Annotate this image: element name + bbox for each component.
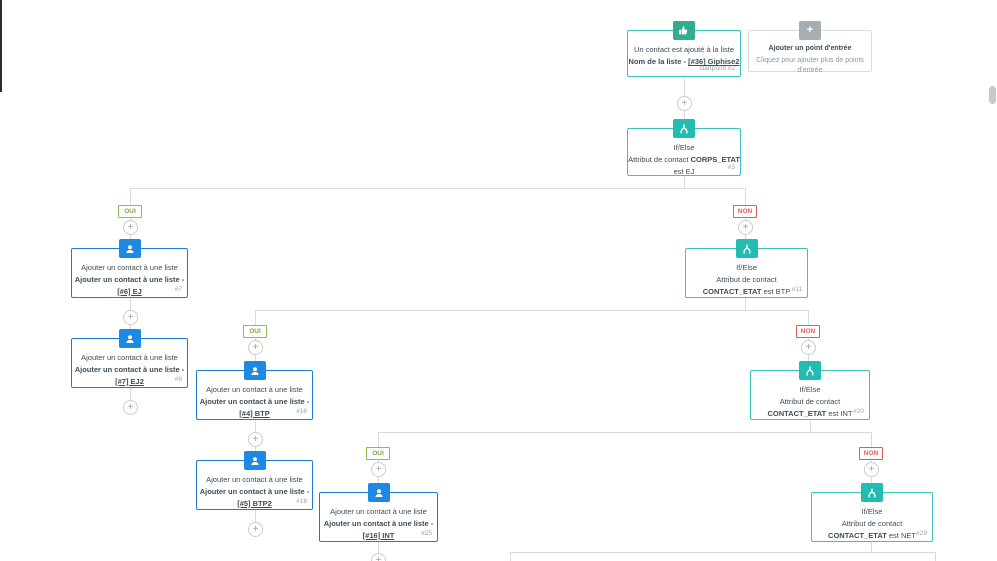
list-link[interactable]: [#6] EJ	[117, 286, 142, 296]
node-text: Ajouter un contact à une liste	[206, 475, 303, 484]
connector-line	[130, 188, 131, 248]
add-step-button[interactable]: +	[248, 340, 263, 355]
connector-line	[745, 188, 746, 248]
connector-line	[378, 542, 379, 554]
list-link[interactable]: [#7] EJ2	[115, 376, 144, 386]
node-id-badge: #18	[296, 498, 307, 506]
add-entry-point-node[interactable]: + Ajouter un point d'entrée Cliquez pour…	[748, 21, 872, 74]
scrollbar-thumb[interactable]	[989, 86, 996, 104]
node-text: Ajouter un contact à une liste	[81, 353, 178, 362]
node-text: Ajouter un contact à une liste	[206, 385, 303, 394]
list-link[interactable]: [#36] Giphise2	[688, 57, 740, 67]
node-text: Ajouter un contact à une liste - [#6] EJ	[74, 275, 185, 296]
add-to-list-node[interactable]: Ajouter un contact à une liste Ajouter u…	[71, 239, 188, 298]
connector-line	[745, 298, 746, 310]
node-text: Ajouter un contact à une liste	[330, 507, 427, 516]
if-else-node[interactable]: If/Else Attribut de contact CONTACT_ETAT…	[750, 361, 870, 420]
connector-line	[255, 510, 256, 524]
branch-icon	[799, 361, 821, 380]
connector-line	[378, 432, 872, 433]
branch-label-oui: OUI	[118, 205, 142, 218]
branch-icon	[861, 483, 883, 502]
sidebar-edge	[0, 0, 2, 92]
node-text: Ajouter un contact à une liste	[81, 263, 178, 272]
branch-label-oui: OUI	[243, 325, 267, 338]
node-subtext: Cliquez pour ajouter plus de points d'en…	[756, 56, 864, 75]
branch-label-oui: OUI	[366, 447, 390, 460]
node-id-badge: #20	[853, 408, 864, 416]
list-link[interactable]: [#16] INT	[362, 530, 395, 540]
node-id-badge: #29	[916, 530, 927, 538]
connector-line	[871, 542, 872, 552]
add-to-list-node[interactable]: Ajouter un contact à une liste Ajouter u…	[196, 451, 313, 510]
add-step-button[interactable]: +	[677, 96, 692, 111]
add-step-button[interactable]: +	[123, 400, 138, 415]
node-title: If/Else	[861, 507, 883, 516]
add-step-button[interactable]: +	[738, 220, 753, 235]
branch-label-non: NON	[796, 325, 820, 338]
add-step-button[interactable]: +	[123, 310, 138, 325]
node-text: Attribut de contact CONTACT_ETAT est NET	[828, 519, 916, 540]
add-step-button[interactable]: +	[123, 220, 138, 235]
thumbs-up-icon	[673, 21, 695, 40]
node-text: Ajouter un contact à une liste - [#4] BT…	[199, 397, 310, 418]
node-id-badge: #25	[421, 530, 432, 538]
add-step-button[interactable]: +	[371, 462, 386, 477]
if-else-node[interactable]: If/Else Attribut de contact CONTACT_ETAT…	[685, 239, 808, 298]
plus-icon: +	[799, 21, 821, 40]
node-title: If/Else	[736, 263, 757, 272]
node-text: Attribut de contact CORPS_ETAT est EJ	[628, 155, 740, 176]
connector-line	[130, 388, 131, 402]
contact-icon	[118, 329, 141, 348]
contact-icon	[243, 361, 266, 380]
if-else-node[interactable]: If/Else Attribut de contact CONTACT_ETAT…	[811, 483, 933, 542]
contact-icon	[118, 239, 141, 258]
connector-line	[935, 552, 936, 561]
branch-icon	[673, 119, 695, 138]
add-to-list-node[interactable]: Ajouter un contact à une liste Ajouter u…	[71, 329, 188, 388]
connector-line	[510, 552, 511, 561]
node-id-badge: #16	[296, 408, 307, 416]
add-step-button[interactable]: +	[248, 522, 263, 537]
list-link[interactable]: [#4] BTP	[239, 408, 270, 418]
add-step-button[interactable]: +	[248, 432, 263, 447]
node-text: Nom de la liste - [#36] Giphise2	[628, 57, 740, 67]
node-text: Ajouter un point d'entrée	[768, 45, 852, 52]
connector-line	[255, 310, 809, 311]
connector-line	[810, 420, 811, 432]
startpoint-node[interactable]: Un contact est ajouté à la liste Nom de …	[627, 21, 741, 77]
list-link[interactable]: [#5] BTP2	[237, 498, 272, 508]
node-text: Ajouter un contact à une liste - [#7] EJ…	[74, 365, 185, 386]
add-to-list-node[interactable]: Ajouter un contact à une liste Ajouter u…	[196, 361, 313, 420]
connector-line	[130, 188, 746, 189]
branch-icon	[735, 239, 758, 258]
node-text: Attribut de contact CONTACT_ETAT est BTP	[702, 275, 791, 296]
add-step-button[interactable]: +	[801, 340, 816, 355]
if-else-node[interactable]: If/Else Attribut de contact CORPS_ETAT e…	[627, 119, 741, 176]
branch-label-non: NON	[733, 205, 757, 218]
node-id-badge: #9	[174, 376, 182, 384]
add-to-list-node[interactable]: Ajouter un contact à une liste Ajouter u…	[319, 483, 438, 542]
node-text: Attribut de contact CONTACT_ETAT est INT	[767, 397, 853, 418]
connector-line	[684, 176, 685, 188]
node-id-badge: startpoint #2	[699, 65, 735, 73]
node-id-badge: #3	[727, 164, 735, 172]
connector-line	[510, 552, 936, 553]
add-step-button[interactable]: +	[371, 553, 386, 561]
contact-icon	[367, 483, 390, 502]
contact-icon	[243, 451, 266, 470]
node-title: If/Else	[673, 143, 695, 152]
node-id-badge: #11	[791, 286, 802, 294]
node-title: If/Else	[799, 385, 821, 394]
add-step-button[interactable]: +	[864, 462, 879, 477]
node-text: Ajouter un contact à une liste - [#5] BT…	[199, 487, 310, 508]
node-id-badge: #7	[174, 286, 182, 294]
node-text: Un contact est ajouté à la liste	[633, 45, 735, 54]
node-text: Ajouter un contact à une liste - [#16] I…	[323, 519, 434, 540]
branch-label-non: NON	[859, 447, 883, 460]
